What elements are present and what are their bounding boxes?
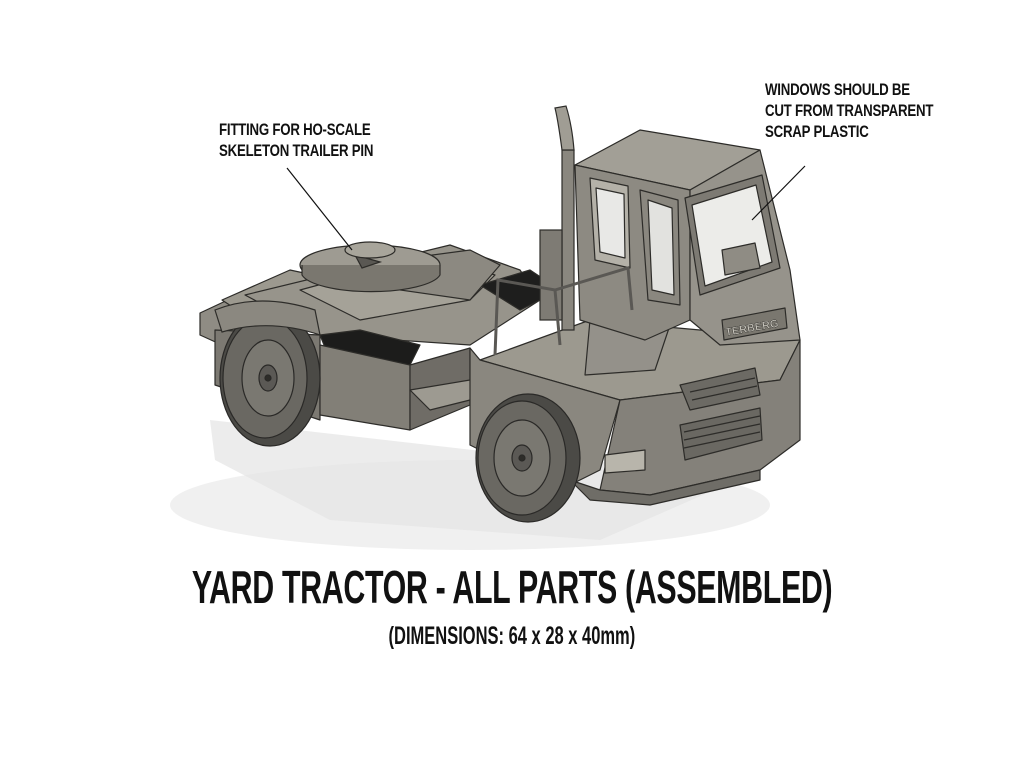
callout-line: WINDOWS SHOULD BE bbox=[765, 80, 910, 99]
callout-line: FITTING FOR HO-SCALE bbox=[219, 120, 371, 139]
rear-wheel bbox=[219, 309, 321, 447]
leader-lines bbox=[286, 165, 806, 251]
figure-subtitle-text: (DIMENSIONS: 64 x 28 x 40mm) bbox=[388, 622, 636, 650]
figure-title-text: YARD TRACTOR - ALL PARTS (ASSEMBLED) bbox=[191, 561, 833, 613]
fifth-wheel-plate bbox=[299, 241, 501, 301]
figure-title: YARD TRACTOR - ALL PARTS (ASSEMBLED) bbox=[0, 560, 1024, 614]
callout-windows: WINDOWS SHOULD BE CUT FROM TRANSPARENT S… bbox=[765, 79, 933, 142]
rear-fender bbox=[214, 300, 321, 336]
cab bbox=[574, 129, 801, 346]
callout-line: CUT FROM TRANSPARENT bbox=[765, 101, 934, 120]
figure-subtitle: (DIMENSIONS: 64 x 28 x 40mm) bbox=[0, 620, 1024, 652]
callout-trailer-pin: FITTING FOR HO-SCALE SKELETON TRAILER PI… bbox=[219, 119, 373, 161]
callout-line: SKELETON TRAILER PIN bbox=[219, 141, 374, 160]
callout-line: SCRAP PLASTIC bbox=[765, 122, 869, 141]
leader-line-trailer-pin bbox=[286, 167, 353, 251]
front-wheel bbox=[475, 393, 581, 523]
leader-line-windows bbox=[751, 165, 806, 221]
handrail bbox=[493, 266, 634, 356]
